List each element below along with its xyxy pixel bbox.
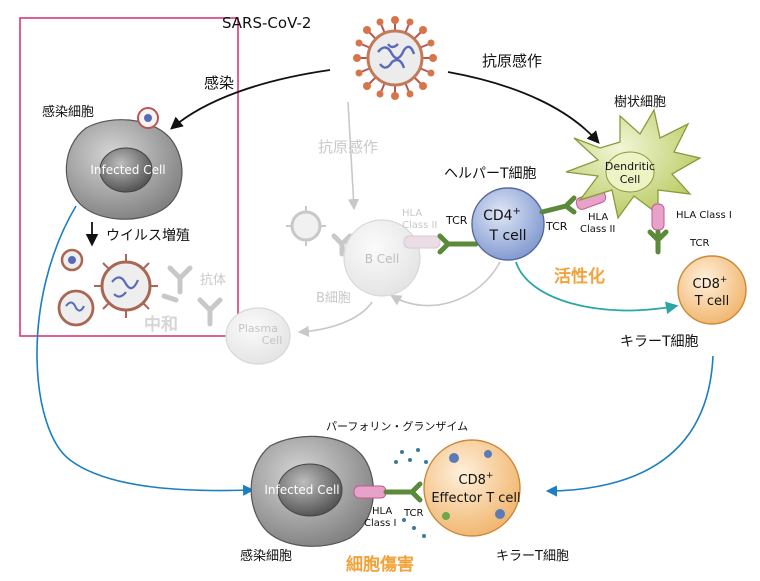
dendritic-jp: 樹状細胞 [614,95,666,110]
dendritic-en-line1: Dendritic [605,160,655,173]
antibody-label: 抗体 [200,273,226,288]
infection-arrow [170,69,331,130]
tcr-cd8-receptor [647,229,669,255]
hla-class2-faded-bar [403,235,441,249]
replicated-viruses [57,248,158,327]
tcr-bottom-label: TCR [403,508,424,519]
neutralization-label: 中和 [144,314,178,335]
cd8-t-cell-label: T cell [694,294,729,309]
plasma-cell-faded [225,307,291,365]
cd4-t-cell-label: T cell [488,228,526,244]
antibodies-faded [161,265,223,327]
hla-class1-dc-label: HLA Class I [676,210,732,221]
antigen-priming-arrow [447,71,600,144]
faded-virus [286,206,326,246]
hla-class2-faded-line2: Class II [402,220,437,231]
faded-antibody-bcell [331,233,353,257]
b-cell-en: B Cell [365,252,399,266]
cd8-to-effector-arrow [545,355,714,497]
infection-label: 感染 [204,74,234,92]
perforin-granules [394,448,428,538]
infected-cell-en-bottom: Infected Cell [264,483,339,497]
plasma-cell-line1: Plasma [238,322,278,335]
hla-class2-faded-line1: HLA [402,208,422,219]
infected-cell-en-top: Infected Cell [90,163,165,177]
infection-region-frame [19,17,239,337]
effector-line1: CD8+ [459,471,494,488]
antigen-priming-label: 抗原感作 [482,52,542,70]
infected-cell-bottom [250,435,375,547]
cytotoxicity-label: 細胞傷害 [346,554,414,575]
hla-class1-bottom-line1: HLA [372,506,392,517]
hla-class2-dc-line2: Class II [580,224,615,235]
cd4-t-cell [471,187,545,261]
activation-arrow [515,261,679,315]
antigen-priming-faded-arrow [347,101,360,211]
perforin-label: パーフォリン・グランザイム [326,419,468,433]
hla-class1-bottom-line2: Class I [364,518,396,529]
tcr-bottom-receptor [383,481,423,503]
helper-t-jp: ヘルパーT細胞 [444,166,537,182]
b-cell-faded [343,219,421,297]
virus-name: SARS-CoV-2 [222,14,311,32]
plasma-cell-line2: Cell [262,334,283,347]
infected-cell-to-bottom-arrow [36,205,255,496]
antigen-priming-faded-label: 抗原感作 [318,138,378,156]
cd8-effector-t-cell [423,439,521,537]
killer-t-jp-bottom: キラーT細胞 [496,549,569,564]
effector-line2: Effector T cell [431,491,520,506]
infected-cell-jp-top: 感染細胞 [42,104,94,120]
cd8-label: CD8+ [693,275,728,292]
infected-cell-top [65,107,183,220]
tcr-b-receptor [437,233,479,255]
virus-replication-label: ウイルス増殖 [106,227,190,244]
hla-class1-dc-bar [651,203,665,231]
b-cell-jp: B細胞 [316,291,351,306]
help-b-cell-faded-arrow [390,261,501,307]
dendritic-cell [565,108,702,220]
tcr-cd8-label: TCR [689,238,710,249]
b-to-plasma-faded-arrow [297,301,373,337]
activation-label: 活性化 [554,266,605,287]
tcr-dc-receptor [539,195,577,215]
killer-t-jp-right: キラーT細胞 [620,334,699,350]
tcr-dc-label: TCR [545,220,568,233]
hla-class2-dc-line1: HLA [588,212,608,223]
infected-cell-jp-bottom: 感染細胞 [240,548,292,564]
cd4-label: CD4+ [483,206,521,224]
cd8-t-cell [677,255,747,325]
tcr-b-label: TCR [445,214,468,227]
hla-class1-bottom-bar [353,485,387,499]
sars-cov-2-virus [353,16,437,100]
dendritic-en-line2: Cell [620,173,641,186]
